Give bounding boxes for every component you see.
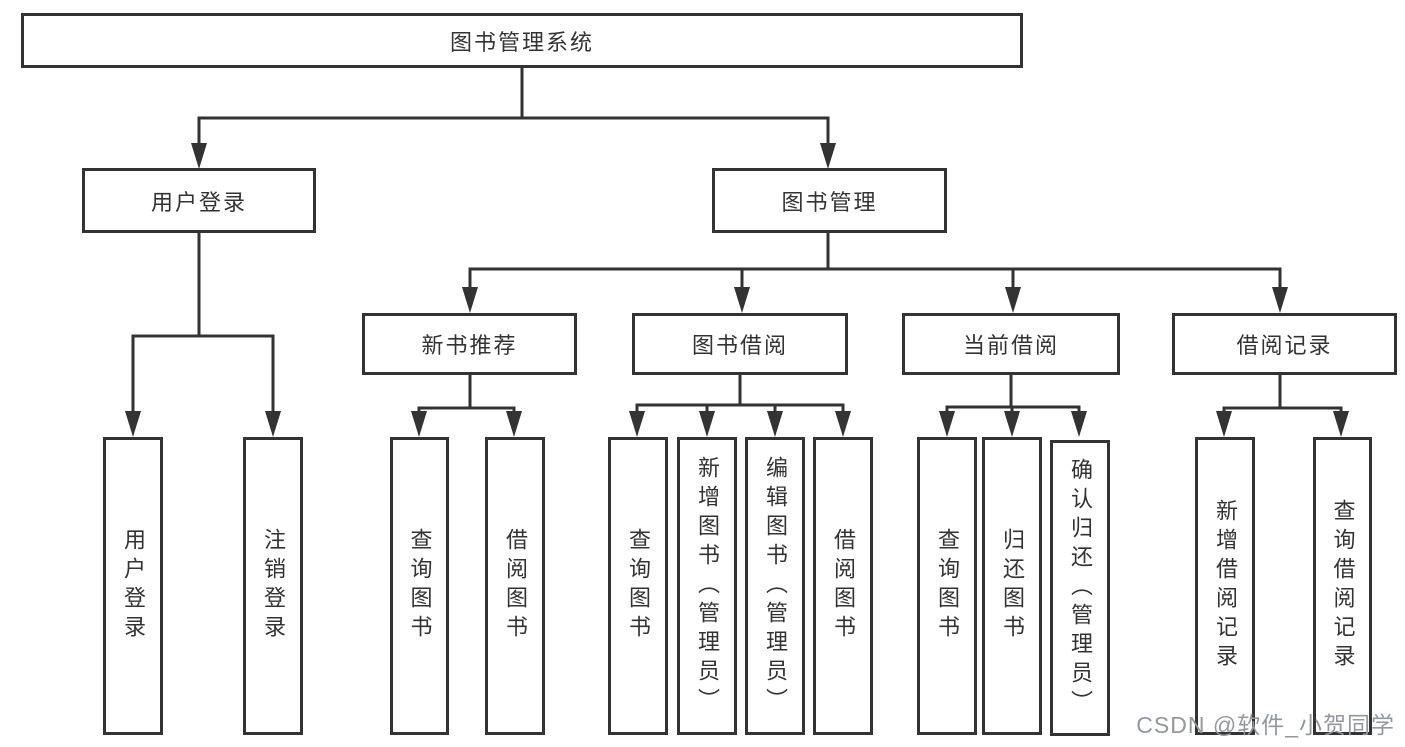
node-book-borrow-label: 图书借阅 [691,333,788,358]
node-borrow-record-label: 借阅记录 [1236,333,1333,358]
leaf-borrow-book-1: 借阅图书 [485,437,545,735]
node-current-borrow: 当前借阅 [902,313,1120,375]
leaf-borrow-book-2: 借阅图书 [813,437,873,735]
connector-borrow-record-to-leaves [1216,375,1349,437]
leaf-confirm-return-admin-label: 确认归还（管理员） [1068,457,1093,719]
leaf-query-book-3-label: 查询图书 [935,528,960,644]
node-book-mgmt: 图书管理 [712,168,947,233]
leaf-query-borrow-record-label: 查询借阅记录 [1330,499,1356,673]
node-root: 图书管理系统 [21,13,1023,68]
leaf-query-book-2-label: 查询图书 [626,528,651,644]
leaf-edit-book-admin: 编辑图书（管理员） [745,437,805,735]
leaf-add-book-admin-label: 新增图书（管理员） [695,455,720,717]
leaf-query-book-1: 查询图书 [390,437,449,735]
leaf-user-login-label: 用户登录 [121,528,146,644]
node-book-mgmt-label: 图书管理 [781,189,878,215]
connector-book-mgmt-to-level3 [462,233,1288,313]
leaf-query-borrow-record: 查询借阅记录 [1313,437,1372,735]
leaf-add-book-admin: 新增图书（管理员） [677,437,737,735]
leaf-confirm-return-admin: 确认归还（管理员） [1050,440,1110,736]
node-book-borrow: 图书借阅 [632,313,848,375]
leaf-logout-label: 注销登录 [261,528,286,644]
leaf-borrow-book-2-label: 借阅图书 [831,528,856,644]
leaf-query-book-3: 查询图书 [917,437,977,735]
connector-book-borrow-to-leaves [629,375,851,437]
node-current-borrow-label: 当前借阅 [962,333,1059,358]
leaf-borrow-book-1-label: 借阅图书 [503,528,528,644]
node-new-book-recommend-label: 新书推荐 [421,333,518,358]
leaf-logout: 注销登录 [243,437,303,735]
connector-root-to-level2 [191,68,836,169]
leaf-user-login: 用户登录 [103,437,163,735]
leaf-return-book: 归还图书 [982,437,1042,735]
node-root-label: 图书管理系统 [449,29,594,55]
leaf-add-borrow-record: 新增借阅记录 [1195,437,1255,735]
leaf-query-book-1-label: 查询图书 [407,528,433,644]
leaf-query-book-2: 查询图书 [608,437,668,735]
watermark: CSDN @软件_小贺同学 [1136,712,1395,738]
leaf-add-borrow-record-label: 新增借阅记录 [1213,499,1238,673]
node-new-book-recommend: 新书推荐 [362,313,577,375]
node-user-login-label: 用户登录 [150,189,247,215]
leaf-edit-book-admin-label: 编辑图书（管理员） [763,455,788,717]
connector-current-borrow-to-leaves [939,375,1087,437]
leaf-return-book-label: 归还图书 [1000,528,1025,644]
node-user-login: 用户登录 [82,168,316,233]
connector-new-book-to-leaves [411,375,522,437]
connector-user-login-to-leaves [125,233,281,437]
node-borrow-record: 借阅记录 [1172,313,1397,375]
